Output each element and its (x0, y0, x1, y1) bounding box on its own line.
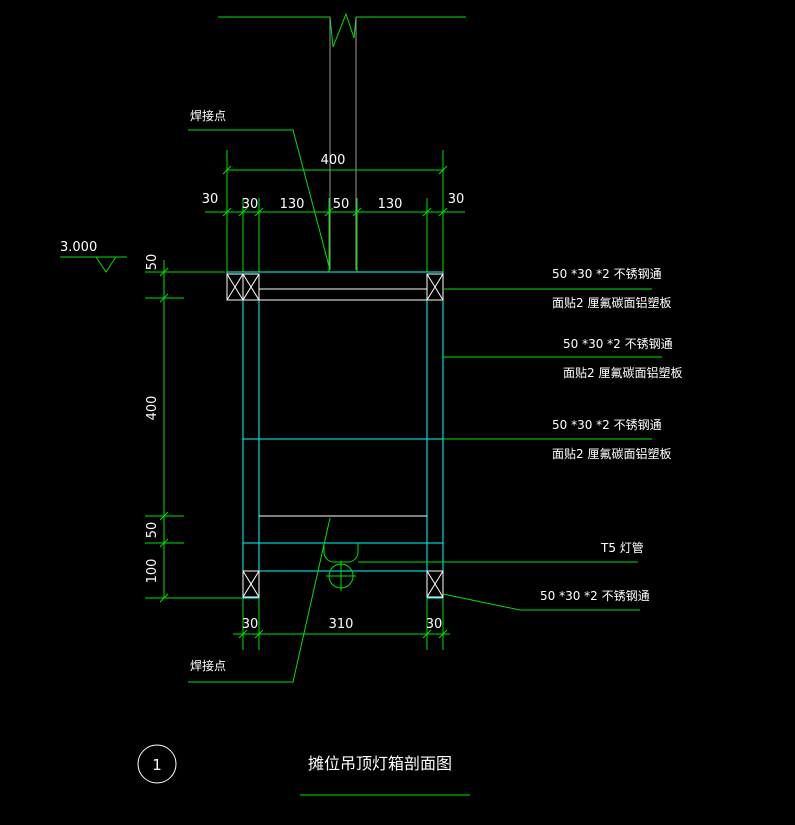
elevation-marker (60, 256, 127, 273)
dim-top-mid-right: 130 (378, 197, 403, 212)
title-block (137, 744, 470, 796)
note2-line1: 50 *30 *2 不锈钢通 (563, 337, 673, 351)
dim-top-left: 30 (242, 197, 259, 212)
drawing-title: 摊位吊顶灯箱剖面图 (308, 754, 452, 773)
note1-line2: 面贴2 厘氟碳面铝塑板 (552, 295, 671, 310)
dim-top-right-outer: 30 (448, 192, 465, 207)
note4-lamp: T5 灯管 (600, 540, 644, 555)
dim-left-bottom: 100 (145, 559, 160, 584)
break-line (218, 12, 466, 270)
callout-number: 1 (152, 756, 162, 774)
elevation-label: 3.000 (60, 240, 97, 255)
dim-left-lower: 50 (145, 522, 160, 539)
dim-bottom-left: 30 (242, 617, 259, 632)
leader-lines (188, 129, 662, 683)
top-dimensions (205, 150, 465, 272)
weld-point-label-top: 焊接点 (190, 108, 226, 123)
dim-bottom-mid: 310 (329, 617, 354, 632)
weld-point-label-bottom: 焊接点 (190, 658, 226, 673)
bottom-dimensions (233, 598, 450, 650)
note3-line1: 50 *30 *2 不锈钢通 (552, 418, 662, 432)
dim-top-center: 50 (333, 197, 350, 212)
dim-top-mid-left: 130 (280, 197, 305, 212)
lightbox-frame (226, 271, 444, 599)
t5-lamp (323, 543, 359, 591)
note3-line2: 面贴2 厘氟碳面铝塑板 (552, 446, 671, 461)
note2-line2: 面贴2 厘氟碳面铝塑板 (563, 365, 682, 380)
dim-left-top: 50 (145, 254, 160, 271)
note5-tube: 50 *30 *2 不锈钢通 (540, 589, 650, 603)
note1-line1: 50 *30 *2 不锈钢通 (552, 267, 662, 281)
dim-bottom-right: 30 (426, 617, 443, 632)
dim-top-left-outer: 30 (202, 192, 219, 207)
dim-top-total: 400 (321, 153, 346, 168)
steel-tube-sections (226, 273, 444, 598)
left-dimensions (145, 260, 243, 603)
dim-left-main: 400 (145, 396, 160, 421)
